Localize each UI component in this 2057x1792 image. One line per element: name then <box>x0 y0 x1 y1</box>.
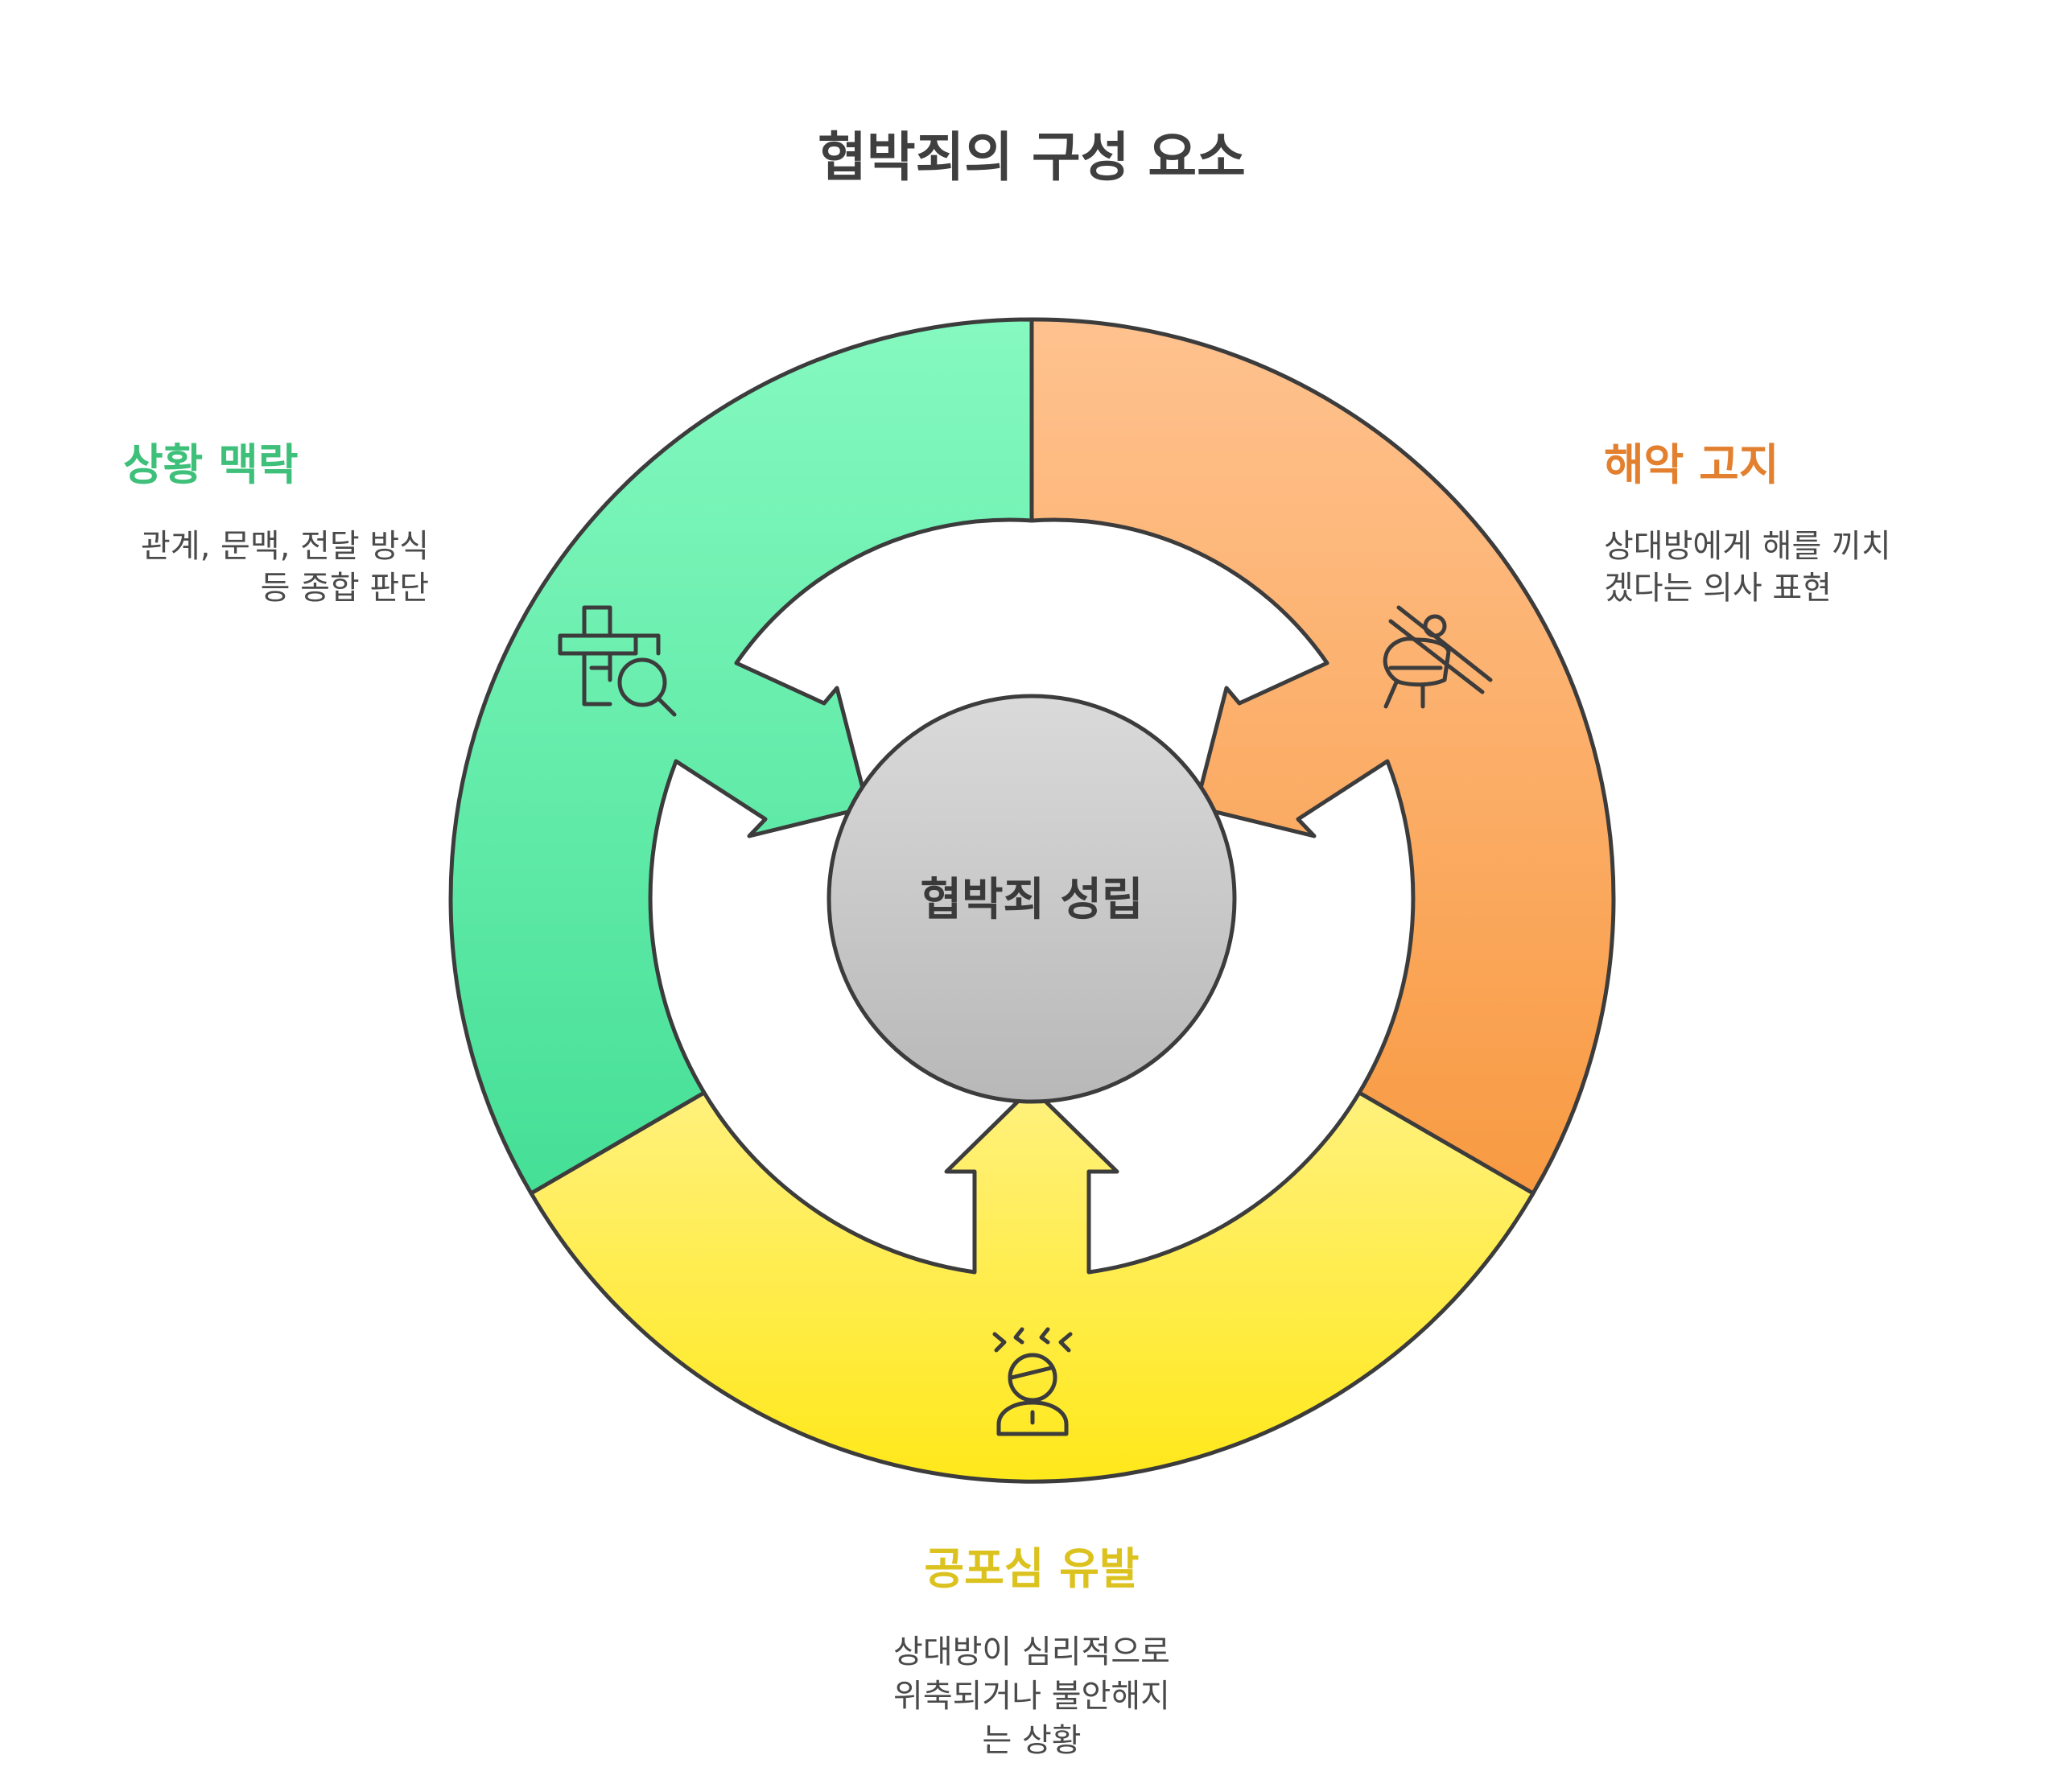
segment-context <box>448 317 1034 1196</box>
desc-fear-line-3: 는 상황 <box>982 1722 1081 1759</box>
diagram-title: 협박죄의 구성 요소 <box>818 126 1246 188</box>
fist-sticks-icon <box>1383 605 1493 709</box>
segment-fear <box>529 1085 1536 1484</box>
center-label: 협박죄 성립 <box>920 874 1143 926</box>
desc-notice-line-1: 상대방에게 해를 끼치 <box>1604 528 1891 565</box>
heading-context: 상황 맥락 <box>123 439 299 490</box>
desc-context-line-2: 등 종합 판단 <box>261 570 429 607</box>
center-circle <box>827 694 1237 1104</box>
heading-fear: 공포심 유발 <box>924 1543 1139 1594</box>
desc-fear-line-1: 상대방이 심리적으로 <box>893 1633 1170 1670</box>
puzzle-magnifier-icon <box>558 605 677 717</box>
desc-context-line-1: 관계, 문맥, 전달 방식 <box>141 528 429 565</box>
scared-person-icon <box>992 1327 1073 1436</box>
desc-notice-line-2: 겠다는 의사 표현 <box>1604 570 1832 607</box>
segment-notice <box>1029 317 1616 1196</box>
desc-fear-line-2: 위축되거나 불안해지 <box>893 1678 1170 1715</box>
heading-notice: 해악 고지 <box>1604 439 1779 490</box>
